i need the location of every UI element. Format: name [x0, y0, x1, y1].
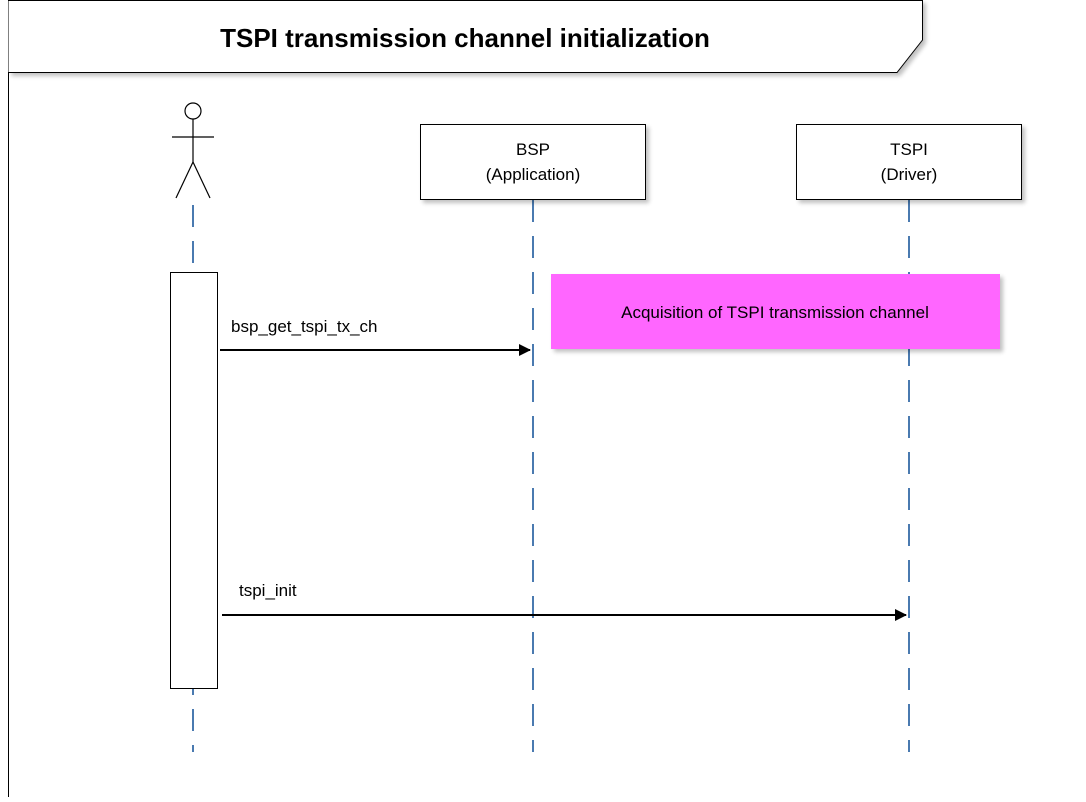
actor-icon: [172, 102, 214, 199]
bsp-participant-box: BSP (Application): [420, 124, 646, 200]
title-tab: [8, 0, 923, 73]
diagram-title: TSPI transmission channel initialization: [220, 23, 710, 53]
tspi-participant-box: TSPI (Driver): [796, 124, 1022, 200]
message-bsp-get-tspi-tx-ch: bsp_get_tspi_tx_ch: [220, 317, 531, 356]
actor-activation-bar: [170, 272, 218, 689]
note-box: Acquisition of TSPI transmission channel: [551, 274, 1000, 349]
message-tspi-init: tspi_init: [222, 581, 907, 621]
tspi-participant-role: (Driver): [881, 165, 938, 184]
bsp-participant-role: (Application): [486, 165, 581, 184]
bsp-participant-name: BSP: [516, 140, 550, 159]
message-label: bsp_get_tspi_tx_ch: [231, 317, 378, 336]
message-label: tspi_init: [239, 581, 297, 600]
tspi-participant-name: TSPI: [890, 140, 928, 159]
note-text: Acquisition of TSPI transmission channel: [621, 303, 929, 322]
